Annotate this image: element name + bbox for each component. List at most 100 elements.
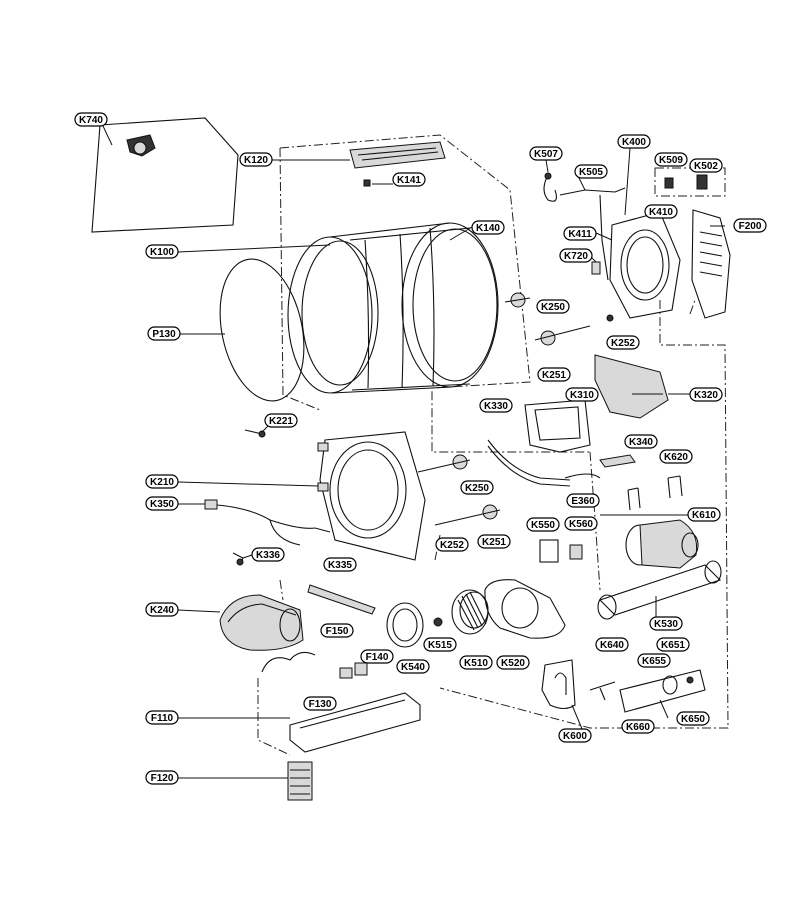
svg-text:F120: F120 xyxy=(151,773,174,784)
label-K140: K140 xyxy=(471,220,505,235)
svg-text:K620: K620 xyxy=(664,452,688,463)
svg-text:K350: K350 xyxy=(150,499,174,510)
svg-text:K650: K650 xyxy=(681,714,705,725)
svg-text:K505: K505 xyxy=(579,167,603,178)
label-K251-lower: K251 xyxy=(477,534,511,549)
label-K100: K100 xyxy=(145,244,179,259)
svg-text:K530: K530 xyxy=(654,619,678,630)
svg-text:K540: K540 xyxy=(401,662,425,673)
svg-text:F140: F140 xyxy=(366,652,389,663)
svg-text:K660: K660 xyxy=(626,722,650,733)
label-K250-upper: K250 xyxy=(536,299,570,314)
accessory-kit-part xyxy=(91,117,239,233)
label-K340: K340 xyxy=(624,434,658,449)
drum-handle-part xyxy=(349,141,446,187)
drum-part xyxy=(287,222,499,394)
svg-text:K336: K336 xyxy=(256,550,280,561)
label-F150: F150 xyxy=(320,623,354,638)
svg-text:K330: K330 xyxy=(484,401,508,412)
svg-text:K250: K250 xyxy=(541,302,565,313)
belt-part xyxy=(487,439,636,487)
label-K509: K509 xyxy=(654,152,688,167)
svg-text:K520: K520 xyxy=(501,658,525,669)
label-K336: K336 xyxy=(251,547,285,562)
svg-text:K320: K320 xyxy=(694,390,718,401)
label-K250-lower: K250 xyxy=(460,480,494,495)
svg-text:K140: K140 xyxy=(476,223,500,234)
svg-text:K252: K252 xyxy=(440,540,464,551)
svg-text:E360: E360 xyxy=(571,496,595,507)
svg-text:K221: K221 xyxy=(269,416,293,427)
label-K515: K515 xyxy=(423,637,457,652)
svg-text:K251: K251 xyxy=(482,537,506,548)
svg-text:K310: K310 xyxy=(570,390,594,401)
svg-text:K610: K610 xyxy=(692,510,716,521)
label-K510: K510 xyxy=(459,655,493,670)
blower-wheel-part xyxy=(433,589,489,635)
svg-text:K651: K651 xyxy=(661,640,685,651)
svg-text:K410: K410 xyxy=(649,207,673,218)
label-K141: K141 xyxy=(392,172,426,187)
label-K310: K310 xyxy=(565,387,599,402)
svg-text:K550: K550 xyxy=(531,520,555,531)
svg-text:F150: F150 xyxy=(326,626,349,637)
label-F200: F200 xyxy=(733,218,767,233)
svg-text:K720: K720 xyxy=(564,251,588,262)
label-K620: K620 xyxy=(659,449,693,464)
sensor-wires-part xyxy=(543,172,626,281)
svg-text:K335: K335 xyxy=(328,560,352,571)
label-F130: F130 xyxy=(303,696,337,711)
label-K505: K505 xyxy=(574,164,608,179)
label-F110: F110 xyxy=(145,710,179,725)
label-K550: K550 xyxy=(526,517,560,532)
label-K252-lower: K252 xyxy=(435,537,469,552)
label-K651: K651 xyxy=(656,637,690,652)
svg-text:K411: K411 xyxy=(568,229,592,240)
callout-labels: K740 K120 K141 K100 K140 P130 K221 K210 … xyxy=(74,112,767,785)
label-F140: F140 xyxy=(360,649,394,664)
label-K502: K502 xyxy=(689,158,723,173)
motor-mount-part xyxy=(541,659,706,713)
label-K507: K507 xyxy=(529,146,563,161)
label-K600: K600 xyxy=(558,728,592,743)
svg-text:K507: K507 xyxy=(534,149,558,160)
label-K740: K740 xyxy=(74,112,108,127)
label-K655: K655 xyxy=(637,653,671,668)
label-K660: K660 xyxy=(621,719,655,734)
svg-text:K141: K141 xyxy=(397,175,421,186)
svg-text:K640: K640 xyxy=(600,640,624,651)
clip-part xyxy=(232,552,244,566)
svg-text:K120: K120 xyxy=(244,155,268,166)
label-F120: F120 xyxy=(145,770,179,785)
svg-text:K250: K250 xyxy=(465,483,489,494)
svg-text:K600: K600 xyxy=(563,731,587,742)
thermistor-part xyxy=(539,539,583,563)
seal-ring-part xyxy=(219,258,305,402)
svg-text:K210: K210 xyxy=(150,477,174,488)
svg-text:K515: K515 xyxy=(428,640,452,651)
label-K411: K411 xyxy=(563,226,597,241)
svg-text:F130: F130 xyxy=(309,699,332,710)
label-K720: K720 xyxy=(559,248,593,263)
label-K610: K610 xyxy=(687,507,721,522)
front-bulkhead-part xyxy=(317,431,426,561)
svg-text:K502: K502 xyxy=(694,161,718,172)
label-K210: K210 xyxy=(145,474,179,489)
label-K560: K560 xyxy=(564,516,598,531)
svg-text:K740: K740 xyxy=(79,115,103,126)
heater-cover-part xyxy=(691,209,731,319)
blower-gasket-part xyxy=(386,602,424,648)
svg-text:K251: K251 xyxy=(542,370,566,381)
rear-bulkhead-part xyxy=(609,211,681,319)
wire-harness-part xyxy=(204,499,331,546)
svg-text:K240: K240 xyxy=(150,605,174,616)
svg-text:K400: K400 xyxy=(622,137,646,148)
label-K330: K330 xyxy=(479,398,513,413)
svg-text:K510: K510 xyxy=(464,658,488,669)
bracket-part xyxy=(307,584,376,615)
sensor-small-part xyxy=(591,261,601,275)
label-P130: P130 xyxy=(147,326,181,341)
label-K320: K320 xyxy=(689,387,723,402)
svg-text:K252: K252 xyxy=(611,338,635,349)
